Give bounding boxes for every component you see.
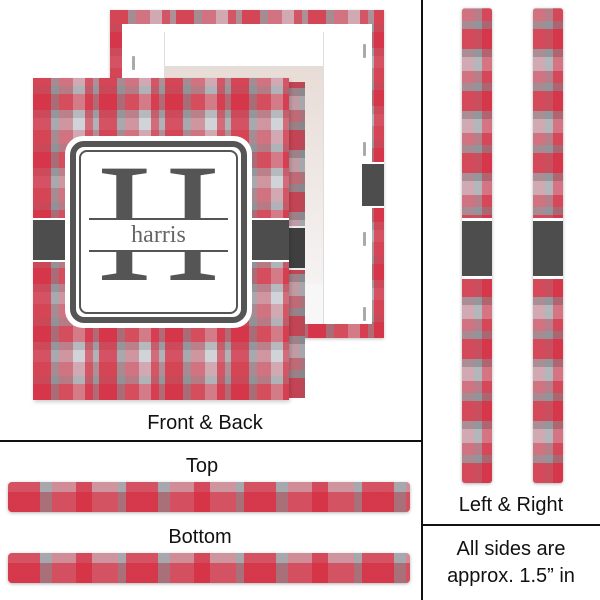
front-back-label: Front & Back <box>147 412 263 434</box>
staple-icon <box>363 232 366 246</box>
bottom-side-strip <box>8 553 410 583</box>
monogram-badge: H harris <box>65 136 252 328</box>
front-canvas-image: H harris <box>33 78 289 400</box>
top-side-strip <box>8 482 410 512</box>
size-note-line1: All sides are <box>456 538 566 560</box>
horizontal-divider-left <box>0 440 422 442</box>
staple-icon <box>132 56 135 70</box>
monogram-name: harris <box>131 222 186 248</box>
right-strip-dark-band <box>533 218 563 279</box>
left-strip-dark-band <box>462 218 492 279</box>
staple-icon <box>363 307 366 321</box>
monogram-name-strip: harris <box>89 218 228 252</box>
size-note-line2: approx. 1.5” in <box>447 565 575 587</box>
side-dark-band <box>288 226 305 270</box>
staple-icon <box>363 142 366 156</box>
staple-icon <box>363 44 366 58</box>
right-side-strip <box>533 8 563 483</box>
left-right-label: Left & Right <box>458 494 564 516</box>
back-dark-band <box>362 162 384 208</box>
bottom-label: Bottom <box>168 526 232 548</box>
monogram-inner-border <box>79 150 238 314</box>
horizontal-divider-right <box>422 524 600 526</box>
vertical-divider <box>421 0 423 600</box>
left-side-strip <box>462 8 492 483</box>
monogram-outer-border <box>70 141 247 323</box>
top-label: Top <box>185 455 219 477</box>
front-canvas-side <box>288 82 305 398</box>
